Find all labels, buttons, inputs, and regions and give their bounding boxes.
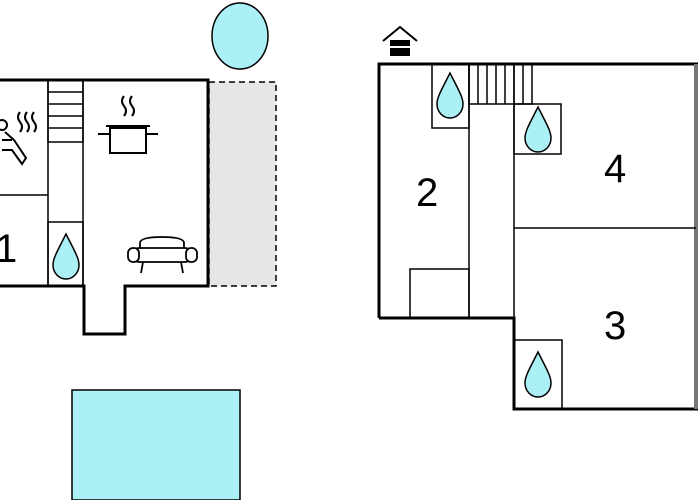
- staircase-icon: [47, 79, 84, 143]
- pool-icon: [71, 389, 241, 500]
- room-2-label: 2: [416, 171, 438, 215]
- room-3-label: 3: [604, 304, 626, 348]
- bathroom-water-drop-icon: [436, 71, 464, 119]
- sauna-icon: [0, 111, 37, 166]
- terrace-icon: [208, 81, 277, 287]
- bathroom-water-drop-icon: [52, 232, 80, 280]
- staircase-icon: [468, 63, 533, 105]
- upper-floor: 2 4 3: [377, 25, 698, 411]
- room-4-label: 4: [604, 147, 626, 191]
- bathroom-water-drop-icon: [524, 105, 552, 153]
- sofa-icon: [127, 236, 198, 274]
- cooking-pot-icon: [98, 95, 158, 154]
- room-1-label: 1: [0, 227, 17, 271]
- ground-floor: 1: [0, 78, 210, 336]
- round-pool-icon: [211, 2, 269, 70]
- bathroom-water-drop-icon: [524, 350, 552, 398]
- house-entrance-icon: [382, 25, 418, 56]
